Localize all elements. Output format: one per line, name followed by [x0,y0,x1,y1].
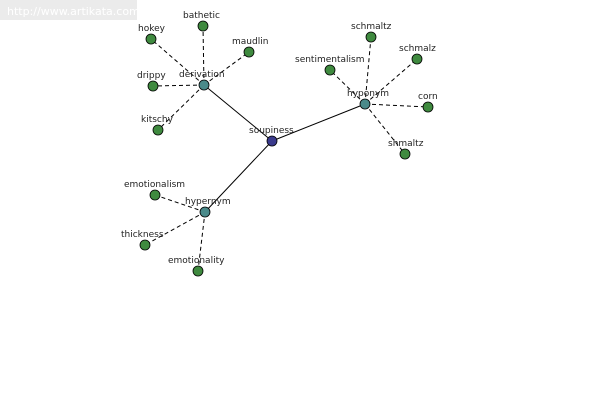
leaf-node-kitschy[interactable] [152,124,164,136]
edge-hyponym-shmaltz [364,103,406,155]
node-label-corn: corn [418,92,438,102]
leaf-node-hokey[interactable] [145,33,157,45]
leaf-node-shmaltz[interactable] [399,148,411,160]
node-label-bathetic: bathetic [183,11,220,21]
node-label-schmalz: schmalz [399,44,436,54]
leaf-node-thickness[interactable] [139,239,151,251]
leaf-node-emotionalism[interactable] [149,189,161,201]
edge-hyponym-schmalz [364,58,418,105]
node-label-drippy: drippy [137,71,166,81]
node-label-kitschy: kitschy [141,115,174,125]
edge-hypernym-thickness [144,211,206,246]
node-label-hypernym: hypernym [185,197,231,207]
leaf-node-schmaltz[interactable] [365,31,377,43]
edge-root-hyponym [271,103,366,142]
leaf-node-sentimentalism[interactable] [324,64,336,76]
leaf-node-schmalz[interactable] [411,53,423,65]
node-label-soupiness: soupiness [249,126,294,136]
watermark-box: http://www.artikata.com [0,0,140,20]
root-node-soupiness[interactable] [266,135,278,147]
edge-hypernym-emotionality [197,211,206,272]
node-label-schmaltz: schmaltz [351,22,392,32]
node-label-maudlin: maudlin [232,37,268,47]
edge-hypernym-emotionalism [154,194,206,213]
hub-node-hyponym[interactable] [359,98,371,110]
edge-hyponym-schmaltz [364,36,372,105]
edge-derivation-maudlin [203,51,250,86]
node-label-thickness: thickness [121,230,164,240]
edge-derivation-kitschy [157,84,205,131]
node-label-shmaltz: shmaltz [388,139,424,149]
node-label-hokey: hokey [138,24,166,34]
edge-derivation-hokey [150,38,205,86]
leaf-node-bathetic[interactable] [197,20,209,32]
node-label-sentimentalism: sentimentalism [295,55,364,65]
edge-derivation-drippy [152,84,205,87]
watermark-url: http://www.artikata.com [7,5,140,18]
edge-hyponym-corn [364,103,429,108]
edge-root-hypernym [204,140,273,213]
hub-node-derivation[interactable] [198,79,210,91]
node-label-derivation: derivation [179,70,225,80]
leaf-node-emotionality[interactable] [192,265,204,277]
leaf-node-drippy[interactable] [147,80,159,92]
leaf-node-maudlin[interactable] [243,46,255,58]
node-label-emotionality: emotionality [168,256,225,266]
leaf-node-corn[interactable] [422,101,434,113]
edge-derivation-bathetic [202,25,205,86]
node-label-hyponym: hyponym [347,89,389,99]
edge-hyponym-sentimentalism [329,69,366,105]
node-label-emotionalism: emotionalism [124,180,185,190]
edge-root-derivation [203,84,273,142]
hub-node-hypernym[interactable] [199,206,211,218]
